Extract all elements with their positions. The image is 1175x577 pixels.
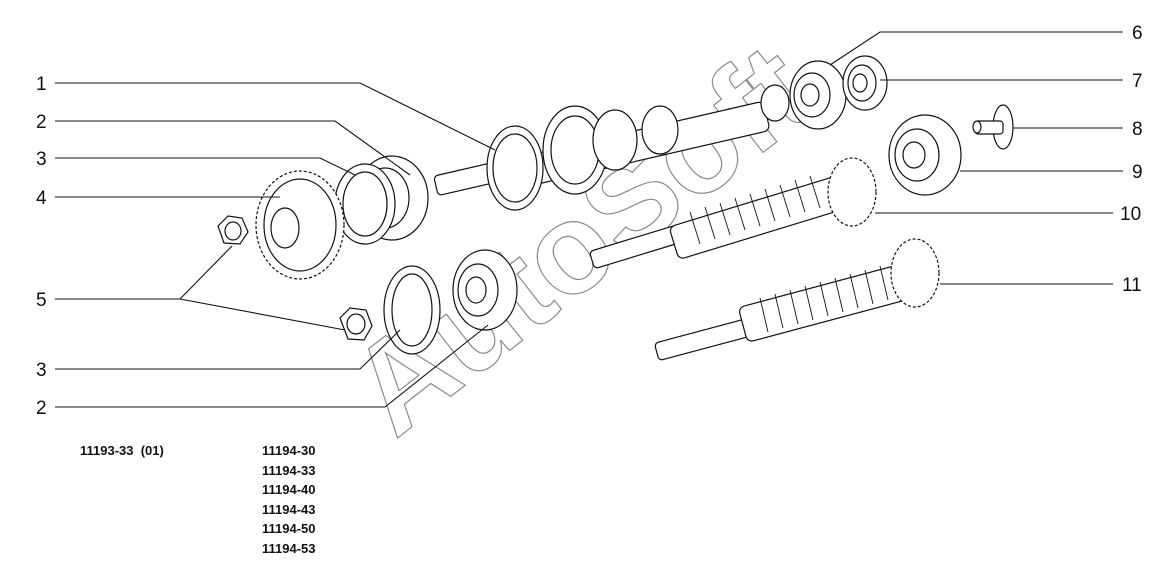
leader-2-lower	[55, 324, 489, 408]
model-code: 11194-53	[262, 540, 316, 556]
leader-1	[55, 82, 496, 151]
callout-2-upper: 2	[36, 112, 47, 133]
part-3-ring-lower	[383, 265, 441, 355]
watermark: AutoSoft	[324, 16, 839, 462]
part-7-seal	[842, 55, 888, 111]
model-code-list: 11194-30 11194-33 11194-40 11194-43 1119…	[262, 441, 316, 559]
part-4-gear	[255, 170, 345, 280]
part-11-splines	[759, 265, 889, 333]
part-5-nut-lower	[339, 307, 373, 341]
leader-2-upper	[55, 120, 411, 176]
callout-9: 9	[1132, 162, 1143, 183]
part-9-bearing	[888, 114, 962, 196]
part-11-output-shaft	[654, 238, 940, 361]
callout-11: 11	[1122, 275, 1142, 296]
part-8-plug	[972, 104, 1014, 150]
leader-3-lower	[55, 329, 401, 370]
watermark-text: AutoSoft	[324, 17, 838, 462]
model-code: 11194-40	[262, 482, 316, 498]
part-5-nut-upper	[217, 215, 249, 245]
callout-4: 4	[36, 188, 47, 209]
leader-5-b	[179, 298, 346, 331]
part-1-input-shaft	[433, 84, 790, 211]
callout-6: 6	[1132, 23, 1143, 44]
model-code: 11194-43	[262, 501, 316, 517]
leader-6	[829, 31, 1123, 66]
model-code: 11194-33	[262, 462, 316, 478]
callout-2-lower: 2	[36, 398, 47, 419]
model-code: 11194-30	[262, 443, 316, 458]
callout-10: 10	[1120, 204, 1141, 225]
model-code-left: 11193-33 (01)	[80, 443, 164, 458]
model-code: 11194-50	[262, 521, 316, 537]
callout-7: 7	[1132, 71, 1143, 92]
callout-5: 5	[36, 290, 47, 311]
part-3-ring-upper	[334, 163, 396, 245]
callout-3-lower: 3	[36, 360, 47, 381]
part-10-splines	[689, 175, 821, 245]
part-6-bearing	[789, 60, 847, 130]
callout-8: 8	[1132, 119, 1143, 140]
leader-lines	[55, 31, 1123, 408]
leader-3-upper	[55, 157, 356, 176]
part-2-bearing-lower	[452, 249, 518, 331]
leader-5-a	[179, 245, 233, 300]
part-10-output-shaft	[589, 157, 877, 269]
callout-1: 1	[36, 74, 47, 95]
callout-3-upper: 3	[36, 149, 47, 170]
callout-numbers: 1 2 3 4 5 3 2 6 7 8 9 10 11	[36, 23, 1143, 419]
